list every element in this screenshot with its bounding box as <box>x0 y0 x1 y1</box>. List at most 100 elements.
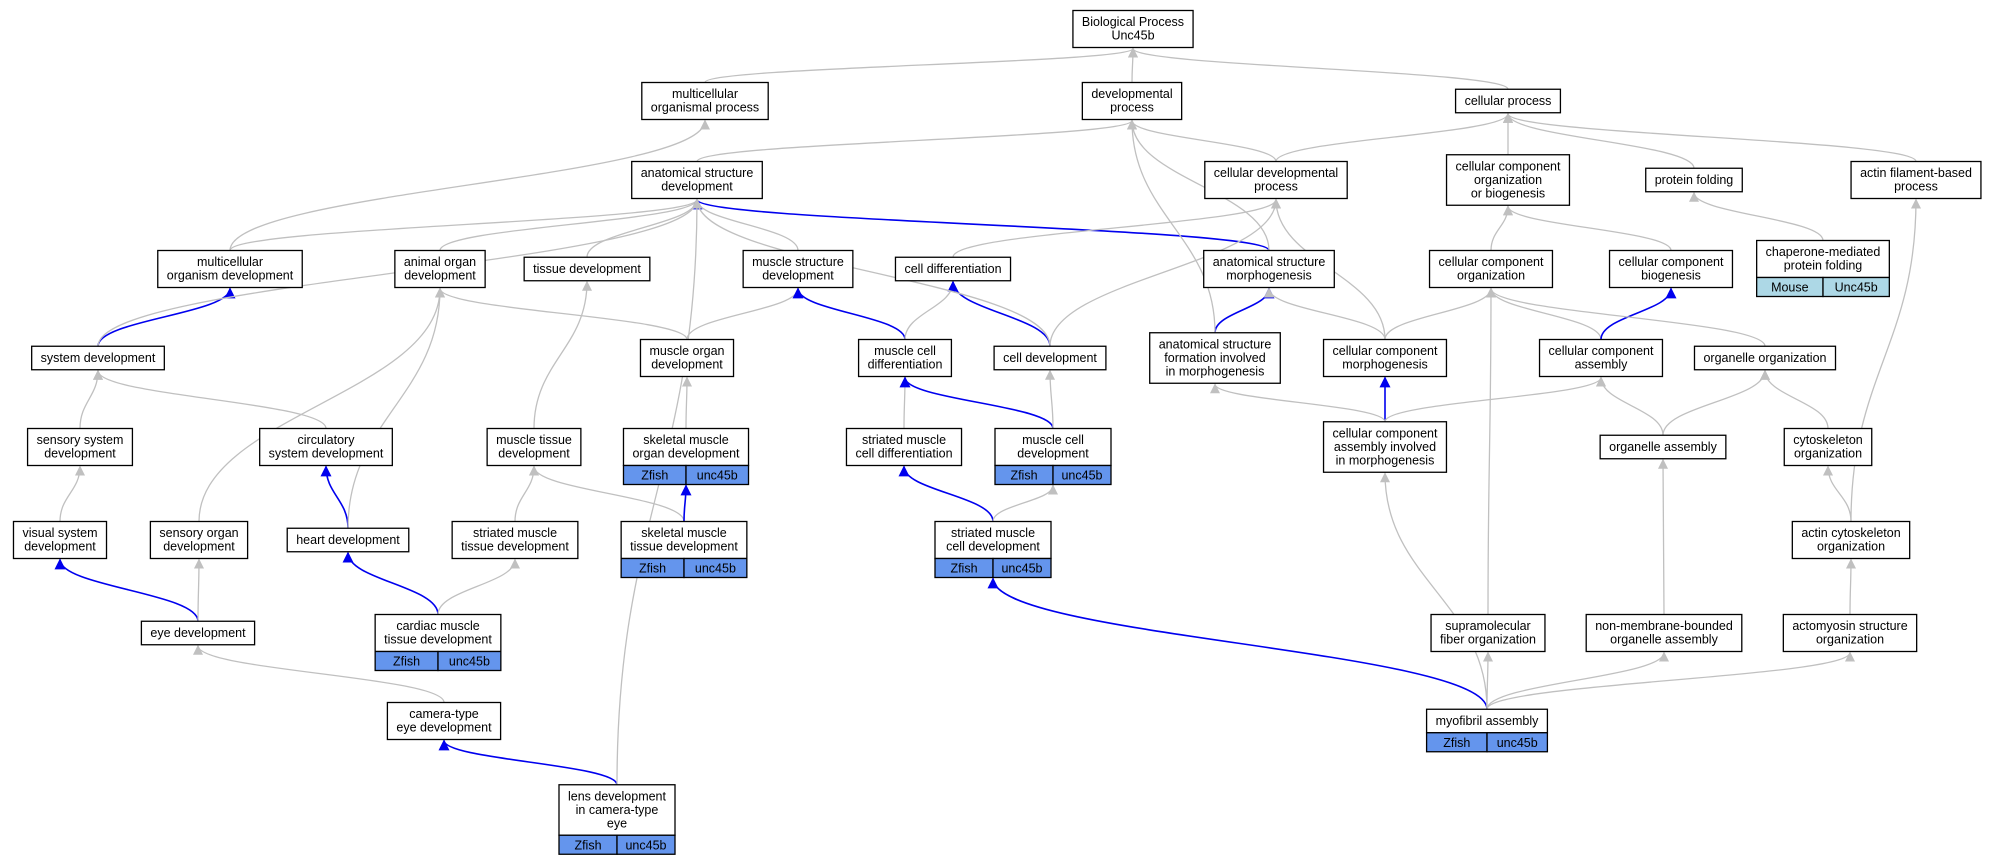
term-box <box>1538 338 1664 378</box>
term-box <box>140 620 256 646</box>
term-node-cdiff[interactable]: cell differentiation <box>894 256 1012 282</box>
term-box <box>259 427 393 467</box>
term-node-ed[interactable]: eye development <box>140 620 256 646</box>
term-node-hd[interactable]: heart development <box>286 527 410 553</box>
term-node-sd[interactable]: system development <box>31 345 165 371</box>
term-box <box>1791 520 1911 560</box>
term-box <box>374 613 502 653</box>
edge-ed-to-sod <box>193 558 204 622</box>
term-node-cp[interactable]: cellular process <box>1454 88 1562 114</box>
edge-smtd-to-smod <box>680 484 692 522</box>
edge-cdev-to-cdp <box>1049 198 1281 347</box>
term-label-line: multicellular <box>197 255 263 269</box>
species-tag-box <box>1052 464 1112 486</box>
edge-stdev-to-mtd <box>514 465 539 522</box>
term-box <box>894 256 1012 282</box>
term-box <box>641 81 769 121</box>
term-label-line: skeletal muscle <box>643 433 728 447</box>
species-tag-box <box>437 650 502 672</box>
term-box <box>26 427 134 467</box>
edge-asm-to-asd <box>691 198 1270 252</box>
term-box <box>1585 613 1743 653</box>
edge-smcdev-to-smcd <box>898 465 994 522</box>
term-label-line: muscle organ <box>649 344 724 358</box>
edge-ccaim-to-asfm <box>1210 383 1386 423</box>
term-label-line: morphogenesis <box>1226 269 1311 283</box>
term-label-line: system development <box>269 447 384 461</box>
term-label-line: chaperone-mediated <box>1766 245 1881 259</box>
edge-ma-to-nmboa <box>1486 651 1669 710</box>
term-label-line: tissue development <box>461 540 569 554</box>
term-node-pf[interactable]: protein folding <box>1645 167 1743 193</box>
term-box <box>394 249 486 289</box>
term-node-oa[interactable]: organelle assembly <box>1599 434 1727 460</box>
edge-mod-to-mop <box>229 119 710 251</box>
term-node-oo[interactable]: organelle organization <box>1693 345 1837 371</box>
term-label-line: eye development <box>150 626 246 640</box>
term-box <box>12 520 108 560</box>
term-label-line: organelle assembly <box>1610 633 1718 647</box>
species-tag-label: unc45b <box>1061 469 1102 483</box>
edge-cdev-to-asd <box>692 198 1051 347</box>
edge-sfo-to-cco <box>1485 287 1496 615</box>
edge-smcd-to-mcd <box>899 376 910 429</box>
term-node-td[interactable]: tissue development <box>523 256 651 282</box>
term-node-cdev[interactable]: cell development <box>993 345 1107 371</box>
term-label-line: process <box>1254 180 1298 194</box>
term-box <box>1322 421 1448 473</box>
edge-ccaim-to-cca <box>1384 376 1606 423</box>
edge-oo-to-cco <box>1486 287 1766 347</box>
term-box <box>1072 9 1194 49</box>
term-box <box>622 427 750 467</box>
term-label-line: formation involved <box>1164 351 1265 365</box>
edge-smod-to-mod2 <box>681 376 692 429</box>
term-box <box>1203 249 1335 289</box>
term-label-line: cell development <box>1003 351 1097 365</box>
term-label-line: organization <box>1474 173 1542 187</box>
term-label-line: actomyosin structure <box>1792 619 1907 633</box>
term-label-line: multicellular <box>672 87 738 101</box>
edge-ssd-to-sd <box>79 369 103 429</box>
edge-ed-to-vsd <box>54 558 199 622</box>
